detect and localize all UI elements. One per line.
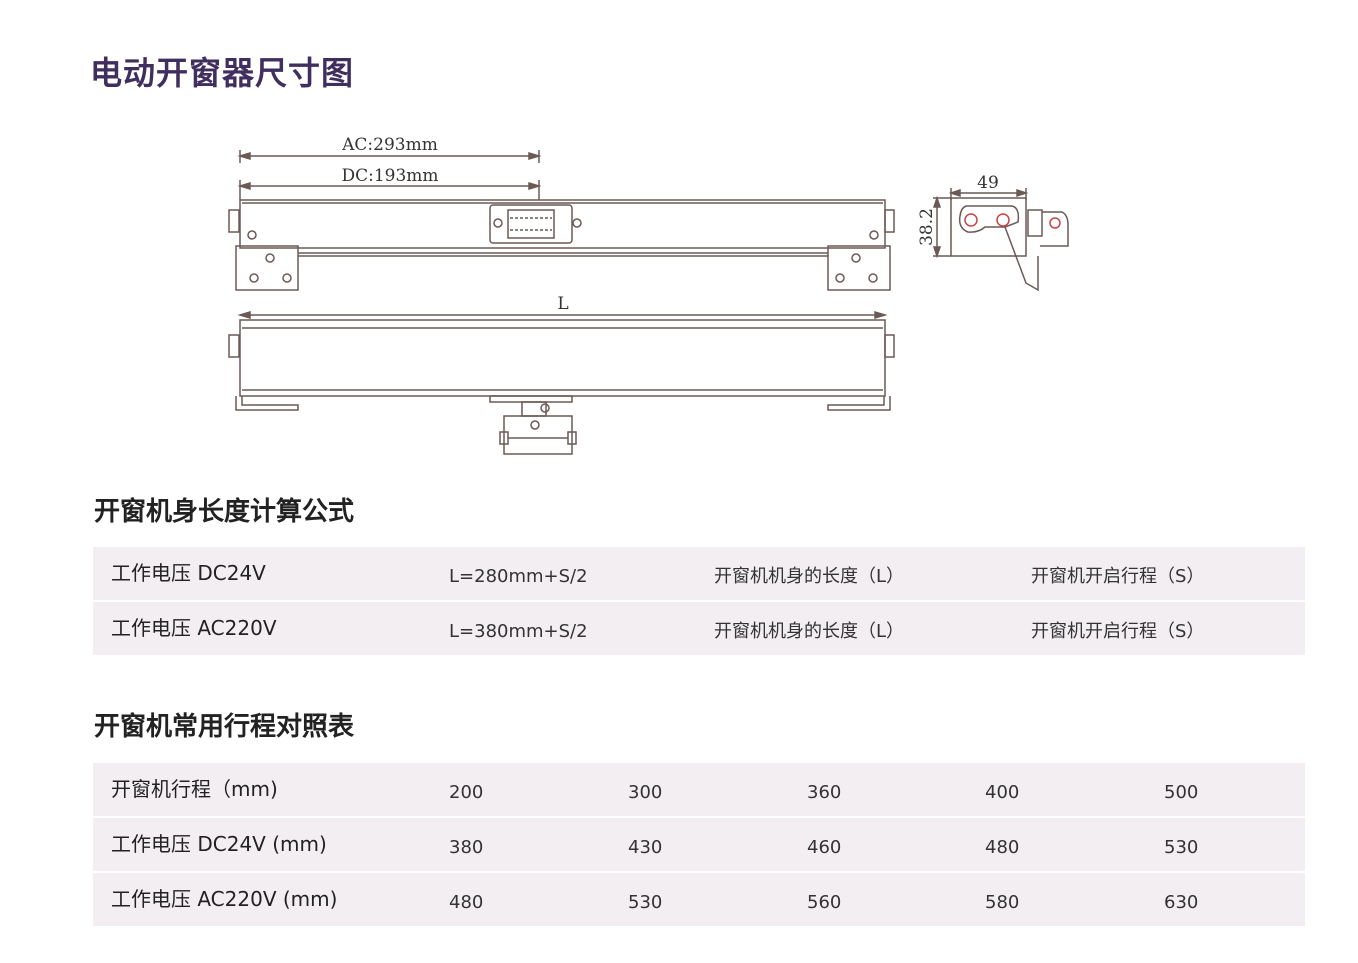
length-dimension-label: L [557,294,568,314]
width-dimension-label: 49 [977,173,999,193]
length-description: 开窗机机身的长度（L） [714,621,905,642]
formula-heading: 开窗机身长度计算公式 [94,497,355,527]
formula-row: 工作电压 DC24V L=280mm+S/2 开窗机机身的长度（L） 开窗机开启… [93,547,1305,600]
cell-value: 500 [1164,782,1199,803]
dimension-drawing: AC:293mm DC:193mm L [228,135,1069,455]
voltage-label: 工作电压 DC24V [111,561,266,585]
cell-value: 580 [985,892,1020,913]
cell-value: 480 [985,837,1020,858]
ac-dimension: AC:293mm [237,135,542,163]
length-dimension: L [237,294,888,320]
cell-value: 460 [807,837,842,858]
formula-value: L=280mm+S/2 [449,566,588,587]
row-label: 工作电压 AC220V (mm) [111,887,338,911]
cell-value: 530 [1164,837,1199,858]
opener-top-view [228,199,895,291]
stroke-row: 工作电压 DC24V (mm) 380 430 460 480 530 [93,818,1305,871]
stroke-description: 开窗机开启行程（S） [1031,566,1205,587]
formula-value: L=380mm+S/2 [449,621,588,642]
ac-dimension-label: AC:293mm [341,135,438,155]
cell-value: 400 [985,782,1020,803]
stroke-heading: 开窗机常用行程对照表 [94,712,355,742]
stroke-description: 开窗机开启行程（S） [1031,621,1205,642]
row-label: 工作电压 DC24V (mm) [111,832,327,856]
height-dimension-label: 38.2 [917,208,937,246]
cell-value: 430 [628,837,663,858]
stroke-row: 开窗机行程（mm) 200 300 360 400 500 [93,763,1305,816]
opener-front-view [228,319,895,455]
cell-value: 360 [807,782,842,803]
formula-table: 工作电压 DC24V L=280mm+S/2 开窗机机身的长度（L） 开窗机开启… [93,547,1305,657]
cell-value: 480 [449,892,484,913]
cell-value: 630 [1164,892,1199,913]
page-title: 电动开窗器尺寸图 [90,54,355,92]
dc-dimension: DC:193mm [237,166,542,200]
length-description: 开窗机机身的长度（L） [714,566,905,587]
stroke-row: 工作电压 AC220V (mm) 480 530 560 580 630 [93,873,1305,926]
cell-value: 530 [628,892,663,913]
formula-row: 工作电压 AC220V L=380mm+S/2 开窗机机身的长度（L） 开窗机开… [93,602,1305,655]
cell-value: 300 [628,782,663,803]
cell-value: 380 [449,837,484,858]
row-label: 开窗机行程（mm) [111,777,278,801]
cell-value: 560 [807,892,842,913]
cell-value: 200 [449,782,484,803]
opener-side-view: 49 38.2 [917,173,1069,292]
voltage-label: 工作电压 AC220V [111,616,277,640]
stroke-table: 开窗机行程（mm) 200 300 360 400 500 工作电压 DC24V… [93,763,1305,928]
dc-dimension-label: DC:193mm [341,166,438,186]
